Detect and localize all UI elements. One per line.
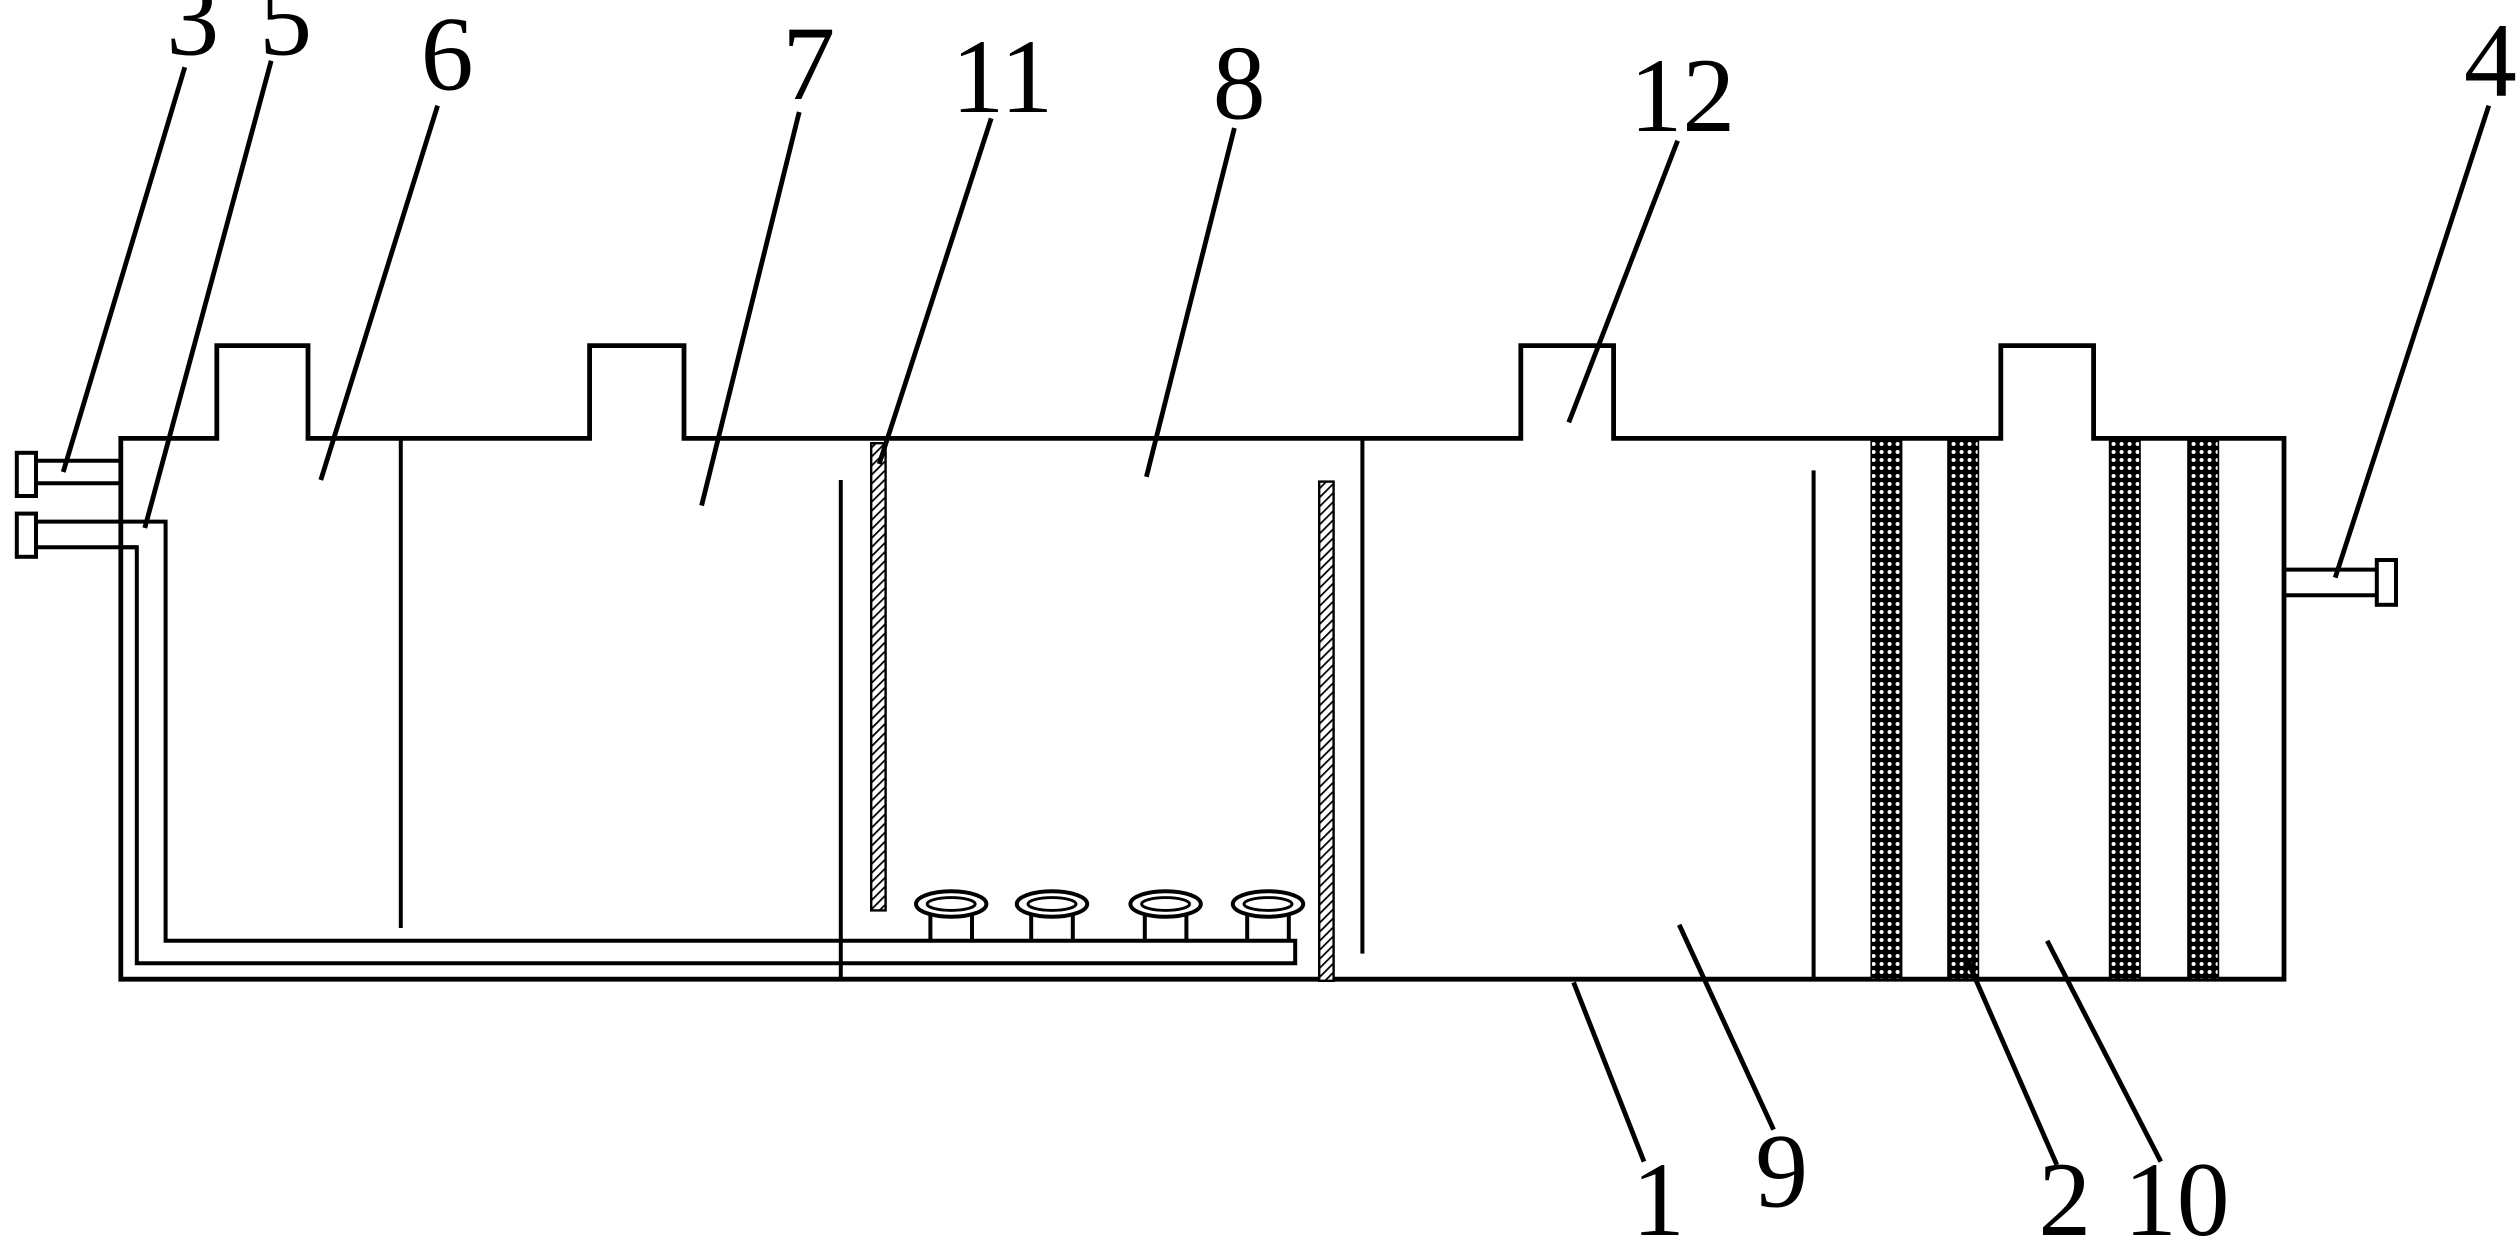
leader-line-8 — [1144, 127, 1237, 478]
label-5: 5 — [259, 0, 312, 77]
filter-layer-4 — [2187, 437, 2220, 981]
aeration-pipe — [14, 511, 1298, 966]
leader-line-6 — [318, 104, 440, 481]
baffle-plate-left — [870, 442, 887, 912]
label-12: 12 — [1630, 37, 1736, 154]
filter-layer-1 — [1870, 437, 1903, 981]
inlet-pipe — [14, 450, 121, 499]
leader-line-12 — [1566, 139, 1680, 424]
filter-layer-3 — [2108, 437, 2141, 981]
label-1: 1 — [1632, 1141, 1685, 1248]
filter-layer-2 — [1947, 437, 1980, 981]
label-11: 11 — [952, 18, 1054, 135]
label-6: 6 — [421, 0, 474, 113]
outlet-pipe — [2284, 558, 2398, 607]
diffuser-1 — [914, 889, 989, 941]
leader-line-4 — [2332, 104, 2492, 579]
label-10: 10 — [2124, 1141, 2230, 1248]
diffuser-4 — [1230, 889, 1306, 941]
leader-line-2 — [1965, 959, 2059, 1166]
label-7: 7 — [782, 5, 835, 122]
tank-outline — [118, 343, 2287, 982]
label-3: 3 — [166, 0, 219, 77]
label-2: 2 — [2038, 1141, 2091, 1248]
leader-line-9 — [1677, 923, 1776, 1131]
diffuser-2 — [1014, 889, 1090, 941]
leader-line-10 — [2045, 939, 2163, 1163]
leader-line-11 — [876, 117, 994, 465]
leader-line-5 — [142, 60, 274, 529]
leader-line-3 — [60, 66, 188, 473]
baffle-plate-right — [1318, 480, 1335, 982]
label-8: 8 — [1213, 24, 1266, 141]
label-9: 9 — [1755, 1112, 1808, 1229]
leader-line-1 — [1571, 981, 1647, 1163]
label-4: 4 — [2464, 2, 2517, 119]
leader-line-7 — [699, 111, 802, 507]
diffuser-3 — [1128, 889, 1203, 941]
